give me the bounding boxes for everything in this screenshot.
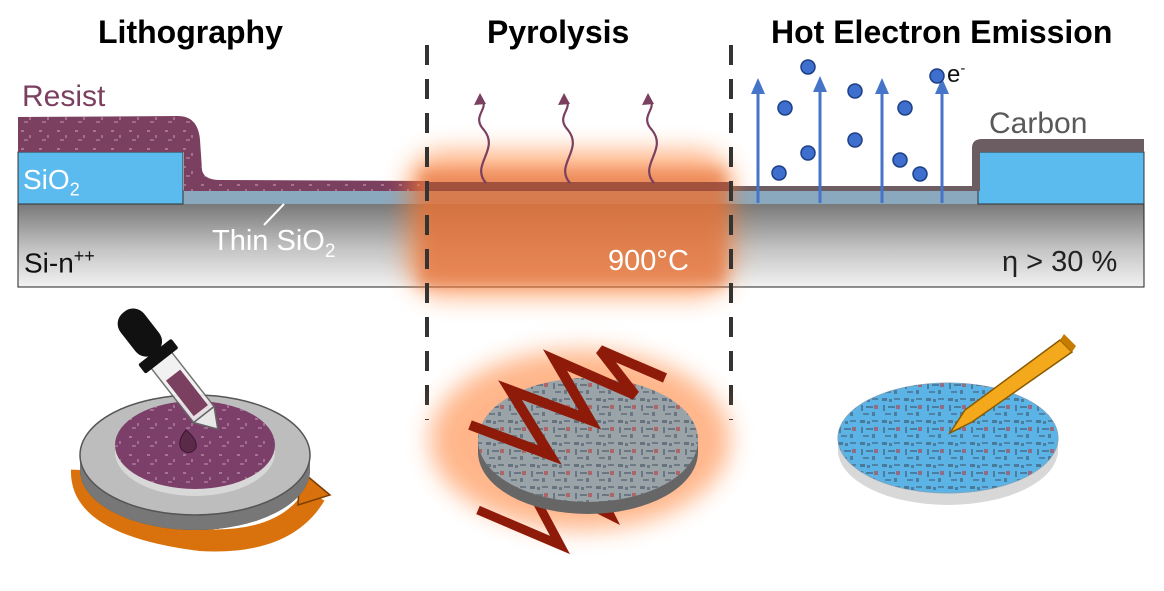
electrons [771,59,945,182]
efficiency-label: η > 30 % [1002,246,1118,278]
thin-sio2-label: Thin SiO2 [212,225,336,262]
temperature-label: 900°C [608,245,689,277]
section-title-pyrolysis: Pyrolysis [487,14,630,50]
resist-label: Resist [22,80,106,113]
emission-arrows [756,90,944,203]
section-title-emission: Hot Electron Emission [771,14,1113,50]
spin-coater-illustration [71,308,332,552]
probe-illustration [837,334,1076,505]
section-title-lithography: Lithography [98,14,283,50]
furnace-illustration [430,345,730,555]
vapor-arrows [478,97,658,184]
electron-label: e- [947,60,966,88]
section-dividers [425,45,733,420]
silicon-label: Si-n++ [24,246,95,279]
carbon-label: Carbon [989,107,1088,140]
sio2-label: SiO2 [23,164,80,200]
